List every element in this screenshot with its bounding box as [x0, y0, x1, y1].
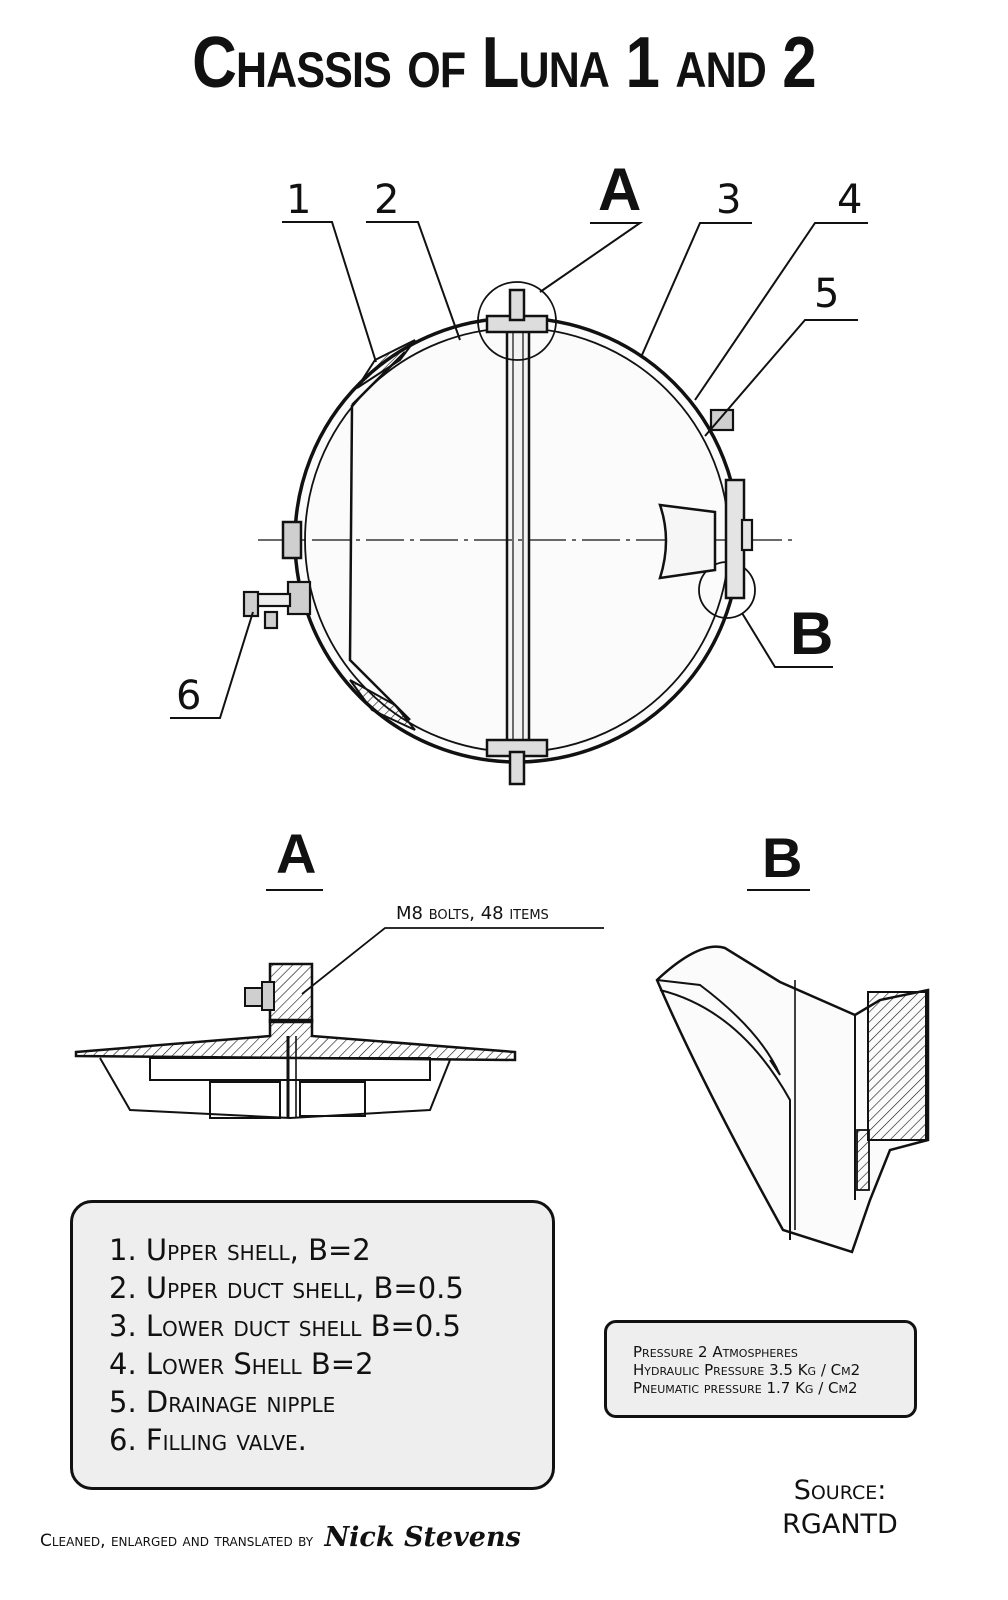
legend-item: 5. Drainage nipple [109, 1385, 336, 1419]
callout-3: 3 [716, 177, 742, 223]
callout-a: A [598, 156, 642, 223]
callout-1: 1 [286, 177, 312, 223]
filling-valve [242, 580, 312, 630]
pressure-box: Pressure 2 Atmospheres Hydraulic Pressur… [604, 1320, 917, 1418]
detail-a-section [74, 889, 604, 1120]
leader-lines [170, 221, 868, 719]
credit-line: Cleaned, enlarged and translated by Nick… [40, 1522, 521, 1553]
detail-a-label: A [276, 822, 317, 885]
pressure-line: Pressure 2 Atmospheres [633, 1343, 798, 1361]
legend-item: 1. Upper shell, B=2 [109, 1233, 371, 1267]
legend-item: 2. Upper duct shell, B=0.5 [109, 1271, 464, 1305]
sphere-assembly [242, 281, 795, 786]
legend-box: 1. Upper shell, B=2 2. Upper duct shell,… [70, 1200, 555, 1490]
callout-4: 4 [837, 177, 863, 223]
callout-b: B [790, 600, 834, 667]
inner-duct-left [348, 404, 411, 721]
source-label: Source: [793, 1475, 887, 1506]
detail-b-section [655, 889, 930, 1254]
page-title: Chassis of Luna 1 and 2 [192, 23, 817, 103]
signature: Nick Stevens [324, 1522, 521, 1553]
callout-2: 2 [374, 177, 400, 223]
drainage-nipple [709, 408, 735, 432]
callout-6: 6 [176, 673, 202, 719]
legend-item: 4. Lower Shell B=2 [109, 1347, 374, 1381]
left-fitting [281, 520, 303, 560]
right-port [658, 503, 717, 580]
detail-b-label: B [762, 826, 803, 889]
callout-5: 5 [814, 271, 840, 317]
source-value: RGANTD [782, 1509, 898, 1540]
source-block: Source: RGANTD [770, 1474, 910, 1542]
pressure-line: Pneumatic pressure 1.7 Kg / Cm2 [633, 1379, 858, 1397]
pressure-line: Hydraulic Pressure 3.5 Kg / Cm2 [633, 1361, 861, 1379]
bolt-note: M8 bolts, 48 items [396, 903, 549, 924]
credit-text: Cleaned, enlarged and translated by [40, 1531, 314, 1551]
detail-a-circle [477, 281, 557, 361]
legend-item: 6. Filling valve. [109, 1423, 307, 1457]
legend-item: 3. Lower duct shell B=0.5 [109, 1309, 461, 1343]
